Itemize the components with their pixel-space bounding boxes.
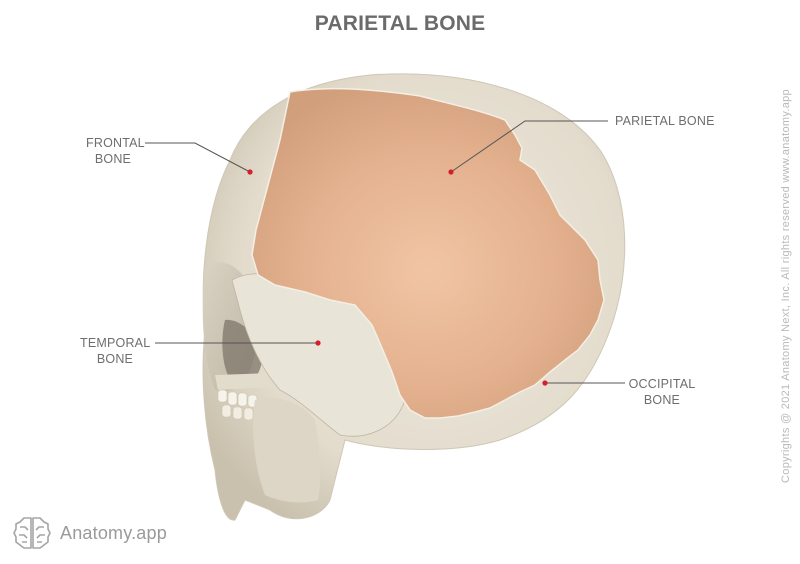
- leader-frontal: [145, 142, 251, 173]
- label-line: BONE: [94, 152, 132, 166]
- marker-temporal: [315, 340, 321, 346]
- leader-parietal: [450, 120, 608, 173]
- leader-lines: [145, 120, 625, 384]
- label-line: TEMPORAL: [80, 336, 151, 350]
- marker-frontal: [247, 169, 253, 175]
- label-line: BONE: [643, 393, 681, 407]
- label-line: OCCIPITAL: [628, 377, 696, 391]
- marker-occipital: [542, 380, 548, 386]
- label-line: FRONTAL: [86, 136, 145, 150]
- mandible: [253, 398, 321, 503]
- marker-parietal: [448, 169, 454, 175]
- label-line: BONE: [96, 352, 134, 366]
- markers: [247, 169, 548, 386]
- brand-logo: Anatomy.app: [12, 515, 167, 551]
- brain-icon: [13, 517, 51, 549]
- copyright-notice: Copyrights @ 2021 Anatomy Next, Inc. All…: [780, 89, 792, 483]
- label-temporal-bone: TEMPORAL BONE: [80, 335, 150, 367]
- label-occipital-bone: OCCIPITAL BONE: [628, 376, 696, 408]
- label-line: PARIETAL BONE: [615, 114, 715, 128]
- teeth: [217, 389, 258, 421]
- brand-name: Anatomy.app: [60, 522, 167, 543]
- parietal-bone-region: [251, 87, 605, 419]
- label-frontal-bone: FRONTAL BONE: [86, 135, 145, 167]
- page-title: PARIETAL BONE: [314, 12, 486, 35]
- label-parietal-bone: PARIETAL BONE: [615, 113, 715, 129]
